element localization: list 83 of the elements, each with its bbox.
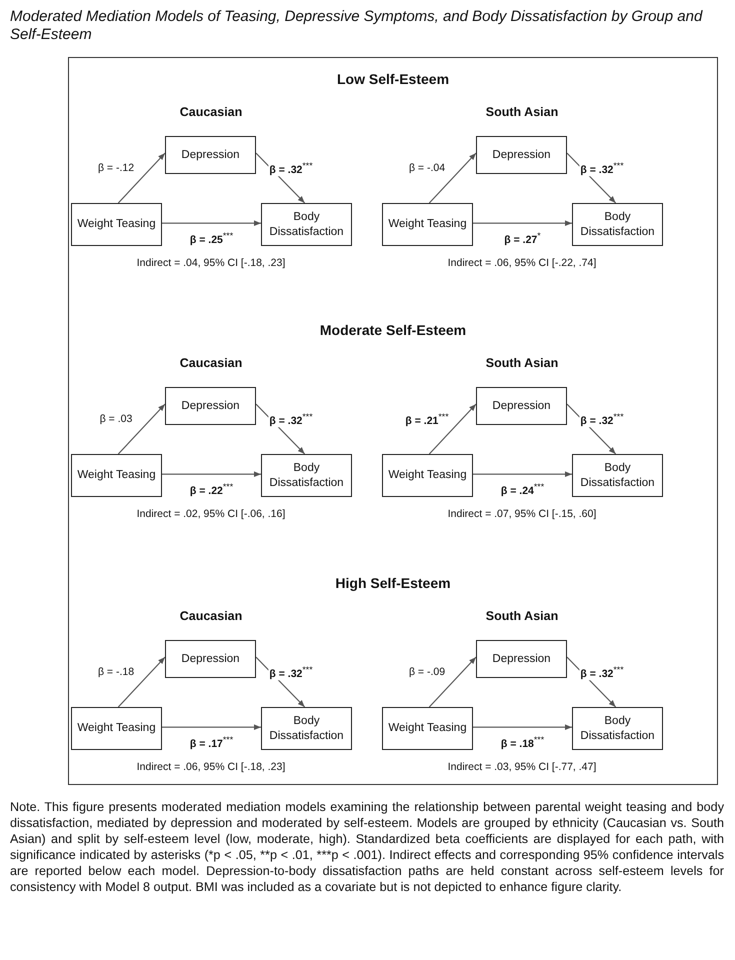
path-arrow <box>162 220 261 226</box>
path-arrow <box>118 656 166 708</box>
variable-box <box>476 640 567 678</box>
path-coefficient: β = .32$^{***}$ <box>579 160 625 176</box>
group-heading: South Asian <box>486 105 558 119</box>
variable-box <box>165 136 256 174</box>
path-coefficient: β = .32$^{***}$ <box>268 160 314 176</box>
box-label: Depression <box>181 148 240 162</box>
path-arrow <box>162 724 261 730</box>
path-coefficient: β = .24$^{***}$ <box>500 481 546 497</box>
path-arrow <box>473 724 572 730</box>
variable-box <box>572 707 663 750</box>
box-label: Weight Teasing <box>77 721 156 736</box>
variable-box <box>261 454 352 497</box>
indirect-effect-text: Indirect = .02, 95% CI [-.06, .16] <box>136 508 286 520</box>
path-coefficient: β = .21$^{***}$ <box>404 412 450 428</box>
path-coefficient: β = -.12 <box>96 162 136 174</box>
indirect-effect-text: Indirect = .06, 95% CI [-.18, .23] <box>136 761 286 773</box>
box-label: Weight Teasing <box>77 468 156 483</box>
box-label: Body Dissatisfaction <box>579 460 656 490</box>
indirect-effect-text: Indirect = .07, 95% CI [-.15, .60] <box>448 508 596 520</box>
path-coefficient: β = .32$^{***}$ <box>579 412 625 428</box>
group-heading: Caucasian <box>180 356 242 370</box>
path-coefficient: β = -.18 <box>96 666 136 678</box>
variable-box <box>165 387 256 425</box>
path-coefficient: β = -.04 <box>408 162 446 174</box>
box-label: Body Dissatisfaction <box>579 714 656 744</box>
box-label: Weight Teasing <box>388 468 467 483</box>
path-arrow <box>162 471 261 477</box>
box-label: Weight Teasing <box>388 721 467 736</box>
indirect-effect-text: Indirect = .03, 95% CI [-.77, .47] <box>448 761 596 773</box>
path-coefficient: β = -.09 <box>408 666 446 678</box>
variable-box <box>71 454 162 497</box>
path-coefficient: β = .03 <box>98 413 134 426</box>
section-heading: High Self-Esteem <box>335 575 451 591</box>
path-coefficient: β = .27$^{*}$ <box>503 230 542 246</box>
path-coefficient: β = .25$^{***}$ <box>188 230 234 246</box>
variable-box <box>71 203 162 246</box>
path-arrow <box>473 220 572 226</box>
path-coefficient: β = .32$^{***}$ <box>268 664 314 680</box>
variable-box <box>382 707 473 750</box>
variable-box <box>261 707 352 750</box>
group-heading: South Asian <box>486 356 558 370</box>
path-arrow <box>118 152 166 204</box>
path-coefficient: β = .22$^{***}$ <box>188 481 234 497</box>
path-arrow <box>428 656 476 708</box>
box-label: Body Dissatisfaction <box>268 460 345 490</box>
variable-box <box>572 203 663 246</box>
path-coefficient: β = .17$^{***}$ <box>188 734 234 750</box>
variable-box <box>382 454 473 497</box>
indirect-effect-text: Indirect = .06, 95% CI [-.22, .74] <box>448 257 596 269</box>
box-label: Depression <box>492 148 551 162</box>
indirect-effect-text: Indirect = .04, 95% CI [-.18, .23] <box>136 257 286 269</box>
group-heading: Caucasian <box>180 105 242 119</box>
variable-box <box>71 707 162 750</box>
variable-box <box>572 454 663 497</box>
figure-title: Moderated Mediation Models of Teasing, Depressive Symptoms, and Body Dissatisfaction by Group and Self-Esteem <box>10 8 704 44</box>
variable-box <box>476 136 567 174</box>
path-arrow <box>473 471 572 477</box>
box-label: Weight Teasing <box>388 217 467 232</box>
box-label: Depression <box>492 398 551 414</box>
section-heading: Moderate Self-Esteem <box>320 322 466 338</box>
variable-box <box>165 640 256 678</box>
path-coefficient: β = .18$^{***}$ <box>500 734 546 750</box>
section-heading: Low Self-Esteem <box>336 71 450 87</box>
box-label: Weight Teasing <box>77 217 156 232</box>
box-label: Depression <box>492 652 551 666</box>
path-coefficient: β = .32$^{***}$ <box>268 412 314 428</box>
variable-box <box>382 203 473 246</box>
path-arrow <box>428 404 476 454</box>
box-label: Body Dissatisfaction <box>268 714 345 744</box>
box-label: Body Dissatisfaction <box>579 210 656 240</box>
variable-box <box>476 387 567 425</box>
group-heading: South Asian <box>486 609 558 623</box>
path-arrow <box>118 404 166 454</box>
variable-box <box>261 203 352 246</box>
box-label: Depression <box>181 652 240 666</box>
path-coefficient: β = .32$^{***}$ <box>579 664 625 680</box>
box-label: Body Dissatisfaction <box>268 210 345 240</box>
path-arrow <box>428 152 476 204</box>
group-heading: Caucasian <box>180 609 242 623</box>
box-label: Depression <box>181 398 240 414</box>
figure-note: Note. This figure presents moderated mediation models examining the relationship between parental weight teasing and body dissatisfaction, mediated by depression and moderated by self-esteem. Models are grouped by ethnicity (Caucasian vs. South Asian) and split by self-esteem level (low, moderate, high). Standardized beta coefficients are displayed for each path, with significance indicated by asterisks (*p < .05, **p < .01, ***p < .001). Indirect effects and corresponding 95% confidence intervals are reported below each model. Depression-to-body dissatisfaction paths are held constant across self-esteem levels for consistency with Model 8 output. BMI was included as a covariate but is not depicted to enhance figure clarity. <box>10 800 724 896</box>
